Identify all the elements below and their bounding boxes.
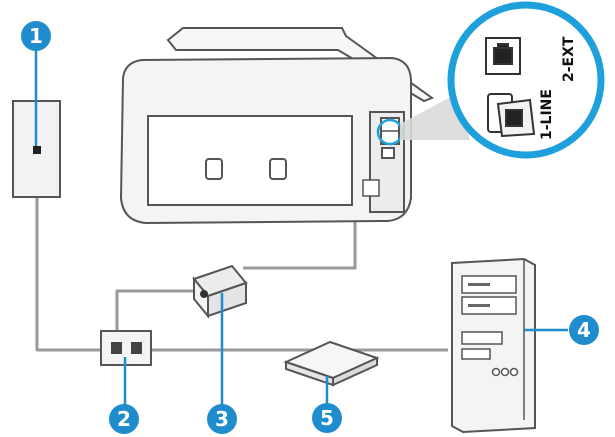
callout-2: 2	[109, 404, 139, 434]
callout-leaders	[34, 51, 568, 405]
printer-document-feeder	[166, 27, 435, 103]
splitter-port-1	[111, 342, 122, 354]
svg-text:1: 1	[29, 24, 43, 48]
printer-rear-door	[147, 115, 353, 206]
svg-text:3: 3	[215, 407, 229, 431]
callout-3: 3	[207, 404, 237, 434]
printer-rear-slot-2	[269, 158, 287, 180]
wire-splitter-to-dsl-filter	[115, 289, 196, 338]
svg-text:2: 2	[117, 407, 131, 431]
printer-ethernet-port	[362, 179, 380, 197]
svg-text:5: 5	[320, 406, 334, 430]
power-button	[491, 367, 501, 377]
printer	[119, 27, 435, 225]
line-port-icon	[487, 93, 536, 138]
callout-4: 4	[569, 315, 599, 345]
dsl-filter-port	[200, 290, 208, 298]
port-label-ext: 2-EXT	[561, 36, 577, 82]
wire-wall-jack-to-splitter	[35, 198, 112, 352]
floppy-drive	[461, 331, 503, 345]
dsl-filter	[192, 264, 248, 319]
printer-usb-port	[381, 147, 395, 159]
wall-jack-socket	[33, 146, 41, 154]
svg-text:4: 4	[577, 318, 591, 342]
callout-1: 1	[21, 21, 51, 51]
computer-tower	[451, 257, 536, 434]
callout-5: 5	[312, 403, 342, 433]
port-zoom-detail: 1-LINE 2-EXT	[447, 1, 605, 159]
splitter-port-2	[131, 342, 142, 354]
dsl-modem	[283, 340, 380, 387]
printer-rear-slot-1	[205, 158, 223, 180]
port-label-line: 1-LINE	[539, 89, 555, 140]
ext-port-icon	[485, 37, 521, 75]
tower-panel	[461, 348, 491, 360]
